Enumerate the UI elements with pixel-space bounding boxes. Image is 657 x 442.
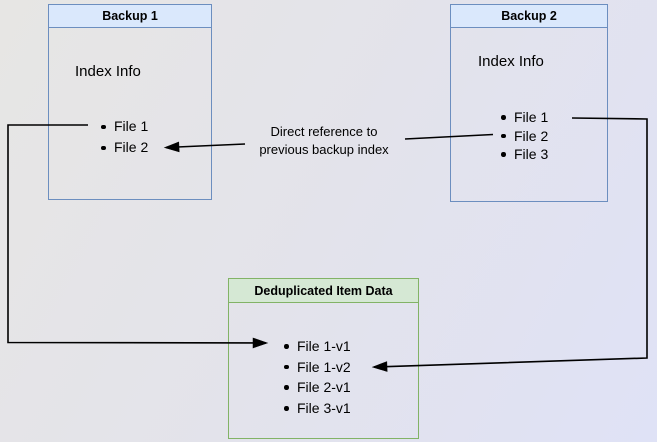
bullet-icon bbox=[284, 364, 289, 370]
bullet-icon bbox=[101, 124, 106, 129]
bullet-icon bbox=[501, 115, 506, 120]
list-item: File 2-v1 bbox=[281, 377, 351, 398]
list-item: File 2 bbox=[98, 137, 148, 158]
file-item-label: File 2-v1 bbox=[297, 379, 351, 396]
file-item-label: File 1 bbox=[514, 109, 549, 125]
file-item-label: File 2 bbox=[514, 127, 549, 144]
list-item: File 1 bbox=[498, 108, 548, 127]
box-dedup-header: Deduplicated Item Data bbox=[229, 279, 418, 303]
annotation-line1: Direct reference to bbox=[270, 124, 378, 139]
list-item: File 1-v2 bbox=[281, 357, 351, 378]
annotation-direct-reference: Direct reference to previous backup inde… bbox=[234, 123, 414, 158]
list-item: File 2 bbox=[498, 127, 548, 146]
box-dedup: Deduplicated Item Data File 1-v1 File 1-… bbox=[228, 278, 419, 439]
backup2-index-info-label: Index Info bbox=[478, 53, 544, 70]
list-item: File 1-v1 bbox=[281, 336, 351, 357]
backup2-file-list: File 1 File 2 File 3 bbox=[498, 108, 548, 164]
annotation-line2: previous backup index bbox=[259, 141, 389, 157]
box-backup1-title: Backup 1 bbox=[102, 9, 158, 23]
file-item-label: File 1-v1 bbox=[297, 338, 351, 354]
bullet-icon bbox=[284, 406, 289, 411]
file-item-label: File 1 bbox=[114, 118, 149, 134]
box-dedup-title: Deduplicated Item Data bbox=[254, 283, 393, 298]
file-item-label: File 3 bbox=[514, 146, 549, 162]
dedup-file-list: File 1-v1 File 1-v2 File 2-v1 File 3-v1 bbox=[281, 336, 351, 419]
bullet-icon bbox=[284, 344, 289, 349]
bullet-icon bbox=[501, 152, 506, 157]
file-item-label: File 3-v1 bbox=[297, 400, 351, 417]
bullet-icon bbox=[501, 133, 506, 138]
list-item: File 1 bbox=[98, 116, 148, 137]
backup1-index-info-label: Index Info bbox=[75, 63, 141, 80]
box-backup2: Backup 2 Index Info File 1 File 2 File 3 bbox=[450, 4, 608, 202]
backup1-file-list: File 1 File 2 bbox=[98, 116, 148, 158]
box-backup1-header: Backup 1 bbox=[49, 5, 211, 28]
file-item-label: File 1-v2 bbox=[297, 358, 351, 375]
box-backup2-title: Backup 2 bbox=[501, 9, 557, 23]
list-item: File 3 bbox=[498, 145, 548, 164]
list-item: File 3-v1 bbox=[281, 398, 351, 419]
file-item-label: File 2 bbox=[114, 139, 149, 155]
bullet-icon bbox=[284, 385, 289, 390]
box-backup2-header: Backup 2 bbox=[451, 5, 607, 28]
bullet-icon bbox=[101, 145, 106, 150]
box-backup1: Backup 1 Index Info File 1 File 2 bbox=[48, 4, 212, 200]
